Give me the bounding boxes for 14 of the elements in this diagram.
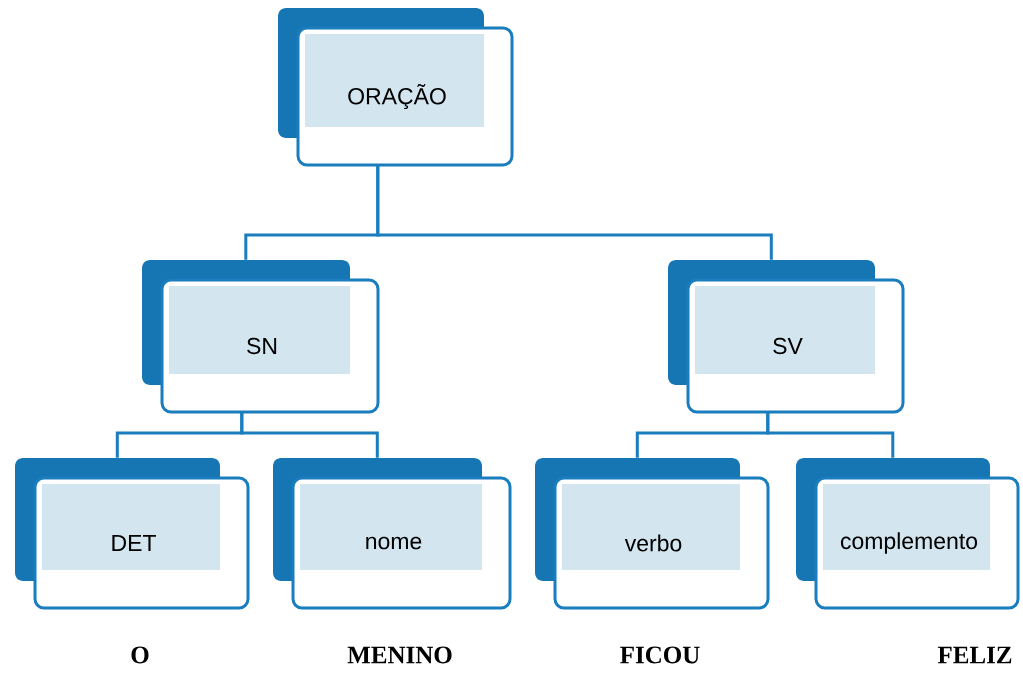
tree-connector <box>376 165 773 260</box>
tree-box: verbo <box>535 458 770 610</box>
sentence-word: O <box>131 646 149 664</box>
tree-connector <box>240 412 379 458</box>
tree-connector <box>766 412 895 458</box>
sentence-word: FICOU <box>620 646 700 664</box>
sentence-word: FELIZ <box>937 646 1012 664</box>
tree-box: SN <box>142 260 380 414</box>
tree-box: nome <box>273 458 512 610</box>
tree-box: DET <box>15 458 250 610</box>
tree-box: complemento <box>796 458 1020 610</box>
tree-box: SV <box>668 260 905 414</box>
tree-box: ORAÇÃO <box>278 8 514 167</box>
sentence-word: MENINO <box>347 646 452 664</box>
